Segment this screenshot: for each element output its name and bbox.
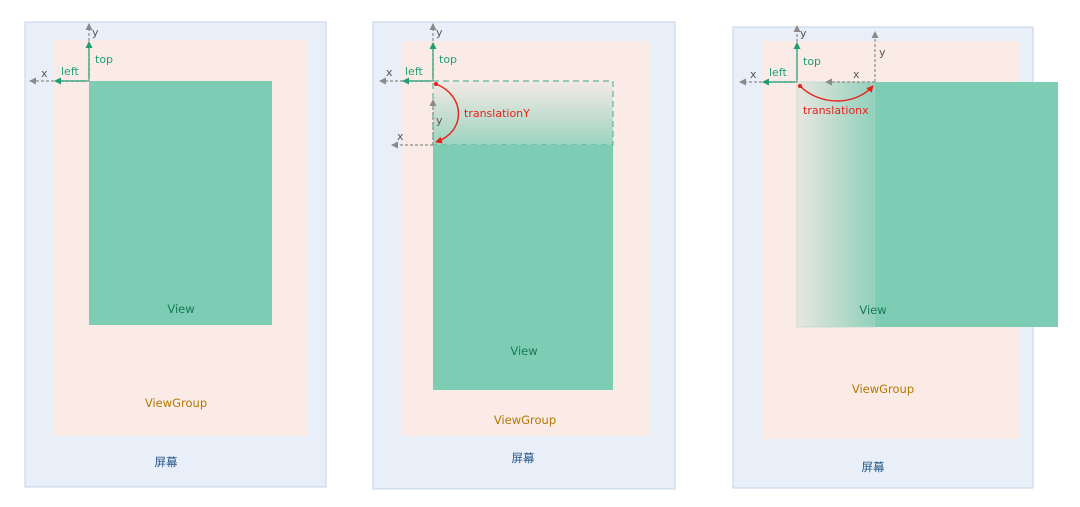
translated-axis-y-label: y xyxy=(879,46,886,59)
view-label: View xyxy=(510,344,537,358)
translation-y-start-dot xyxy=(434,82,438,86)
screen-label: 屏幕 xyxy=(512,451,535,465)
top-label: top xyxy=(95,53,113,66)
translation-x-start-dot xyxy=(798,84,802,88)
original-position-ghost xyxy=(796,81,876,328)
viewgroup-label: ViewGroup xyxy=(852,382,914,396)
left-label: left xyxy=(769,66,788,79)
panel-original: y x top left View ViewGroup 屏幕 xyxy=(24,21,327,488)
viewgroup-label: ViewGroup xyxy=(494,413,556,427)
translated-axis-x-label: x xyxy=(397,130,404,143)
view-box xyxy=(875,82,1058,327)
top-label: top xyxy=(803,55,821,68)
left-label: left xyxy=(405,65,424,78)
panel-translation-y: y x top left y x translationY View ViewG… xyxy=(372,21,676,490)
view-box xyxy=(433,145,613,390)
axis-y-label: y xyxy=(800,27,807,40)
axis-y-label: y xyxy=(436,26,443,39)
screen-label: 屏幕 xyxy=(155,455,178,469)
screen-label: 屏幕 xyxy=(862,460,885,474)
axis-x-label: x xyxy=(386,66,393,79)
left-label: left xyxy=(61,65,80,78)
view-label: View xyxy=(859,303,886,317)
translated-axis-y-label: y xyxy=(436,114,443,127)
translation-x-arrow xyxy=(799,85,874,102)
view-box xyxy=(89,81,272,325)
translated-axis-x-label: x xyxy=(853,68,860,81)
panel-translation-x: y x top left y x translationx View ViewG… xyxy=(732,25,1058,489)
top-label: top xyxy=(439,53,457,66)
axis-x-label: x xyxy=(41,67,48,80)
translation-x-label: translationx xyxy=(803,104,869,117)
translation-y-arrow xyxy=(435,83,460,144)
translation-y-label: translationY xyxy=(464,107,530,120)
axis-y-label: y xyxy=(92,26,99,39)
axis-x-label: x xyxy=(750,68,757,81)
viewgroup-label: ViewGroup xyxy=(145,396,207,410)
view-label: View xyxy=(167,302,194,316)
